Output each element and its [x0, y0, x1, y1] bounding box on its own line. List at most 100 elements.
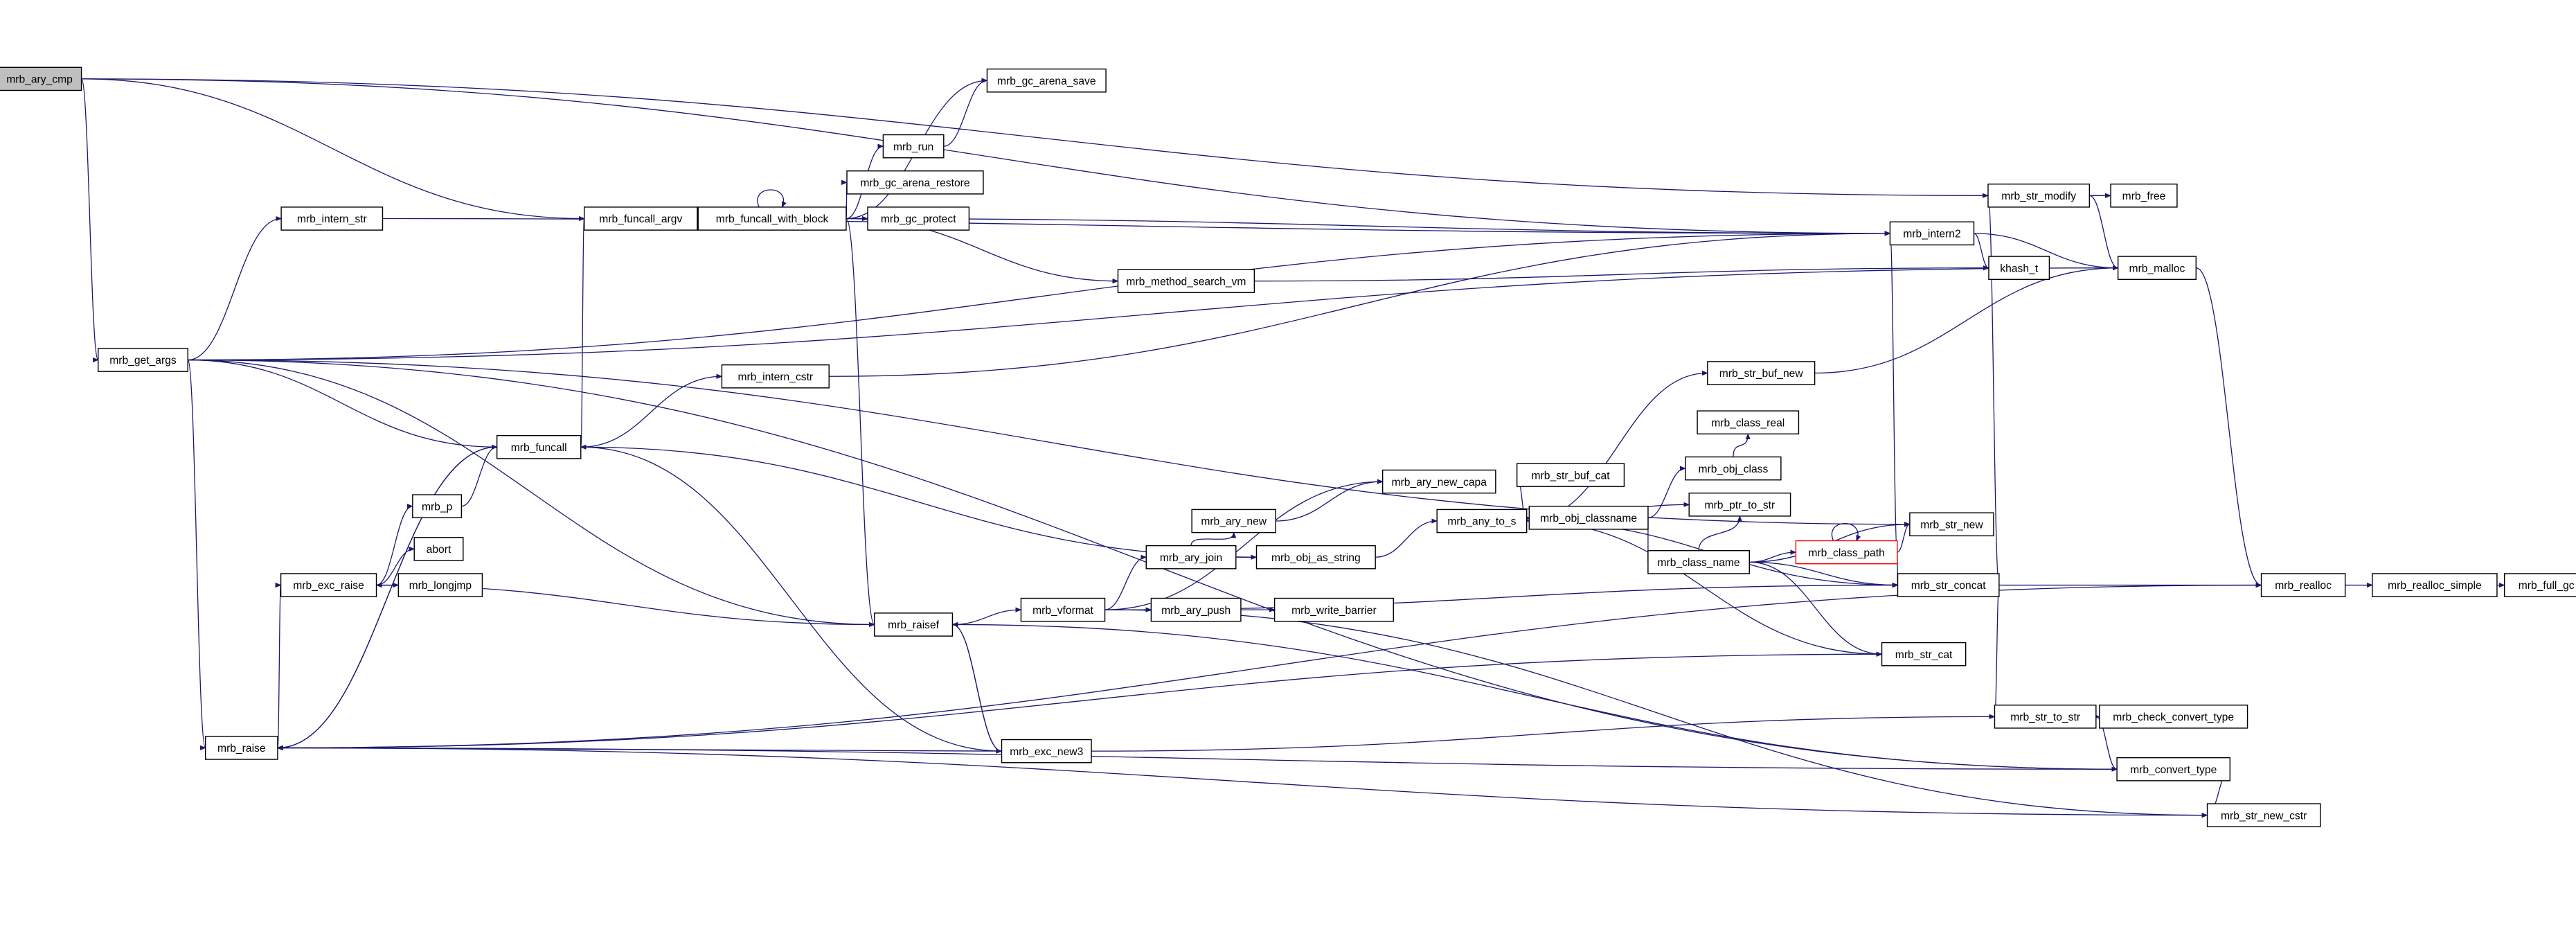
node-label: mrb_ary_push — [1161, 605, 1231, 617]
node-mrb-malloc[interactable]: mrb_malloc — [2117, 256, 2197, 281]
edge-mrb-class-name-to-mrb-str-concat — [1749, 561, 1897, 585]
node-mrb-str-new[interactable]: mrb_str_new — [1909, 512, 1994, 537]
node-mrb-class-path[interactable]: mrb_class_path — [1795, 540, 1898, 565]
node-khash-t[interactable]: khash_t — [1988, 256, 2050, 281]
node-mrb-free[interactable]: mrb_free — [2110, 183, 2178, 208]
node-label: mrb_str_buf_new — [1719, 368, 1804, 380]
node-mrb-ary-cmp[interactable]: mrb_ary_cmp — [0, 67, 82, 91]
node-mrb-str-cat[interactable]: mrb_str_cat — [1881, 642, 1967, 666]
node-box — [1001, 739, 1092, 763]
node-mrb-gc-arena-save[interactable]: mrb_gc_arena_save — [986, 68, 1107, 93]
node-label: mrb_raise — [217, 743, 266, 754]
edge-mrb-raisef-to-mrb-vformat — [952, 610, 1021, 626]
node-box — [2206, 803, 2321, 827]
edge-mrb-str-concat-to-mrb-str-modify — [1987, 195, 2000, 586]
edge-mrb-class-name-to-mrb-str-cat — [1749, 561, 1881, 654]
node-mrb-method-search-vm[interactable]: mrb_method_search_vm — [1117, 269, 1255, 293]
node-mrb-exc-new3[interactable]: mrb_exc_new3 — [1001, 739, 1092, 763]
node-label: mrb_run — [893, 141, 933, 153]
node-mrb-exc-raise[interactable]: mrb_exc_raise — [280, 573, 377, 597]
node-box — [1688, 492, 1791, 517]
node-mrb-ary-new[interactable]: mrb_ary_new — [1191, 509, 1276, 533]
node-abort[interactable]: abort — [413, 537, 464, 561]
node-label: mrb_str_buf_cat — [1532, 470, 1611, 482]
node-mrb-ary-new-capa[interactable]: mrb_ary_new_capa — [1381, 469, 1496, 494]
node-mrb-write-barrier[interactable]: mrb_write_barrier — [1273, 597, 1394, 622]
edge-mrb-str-cat-to-mrb-raise — [278, 653, 1882, 748]
node-mrb-str-concat[interactable]: mrb_str_concat — [1897, 573, 2000, 597]
node-mrb-vformat[interactable]: mrb_vformat — [1020, 597, 1106, 622]
node-mrb-longjmp[interactable]: mrb_longjmp — [397, 573, 483, 597]
node-mrb-obj-classname[interactable]: mrb_obj_classname — [1528, 505, 1649, 530]
node-label: mrb_ary_new — [1201, 516, 1267, 528]
edge-mrb-get-args-to-mrb-raise — [187, 359, 206, 748]
edge-mrb-malloc-to-mrb-realloc — [2196, 267, 2262, 585]
edge-mrb-exc-new3-to-mrb-funcall — [581, 447, 1002, 752]
node-box — [204, 736, 278, 760]
node-box — [1707, 361, 1816, 385]
node-mrb-realloc[interactable]: mrb_realloc — [2260, 573, 2346, 597]
node-mrb-convert-type[interactable]: mrb_convert_type — [2116, 757, 2231, 782]
node-label: mrb_raisef — [888, 619, 940, 631]
node-mrb-class-real[interactable]: mrb_class_real — [1697, 410, 1800, 435]
node-box — [1436, 509, 1528, 533]
node-label: mrb_realloc — [2275, 580, 2332, 592]
node-mrb-intern-str[interactable]: mrb_intern_str — [280, 206, 384, 231]
edge-mrb-convert-type-to-mrb-raise — [278, 748, 2118, 770]
node-box — [583, 206, 698, 231]
node-label: mrb_realloc_simple — [2388, 580, 2482, 592]
node-box — [697, 206, 847, 231]
edge-mrb-realloc-to-mrb-raise — [278, 584, 2262, 748]
node-mrb-ary-join[interactable]: mrb_ary_join — [1145, 545, 1237, 570]
node-mrb-str-new-cstr[interactable]: mrb_str_new_cstr — [2206, 803, 2321, 827]
node-box — [2372, 573, 2498, 597]
node-mrb-funcall[interactable]: mrb_funcall — [496, 434, 582, 459]
node-box — [0, 67, 82, 91]
edge-mrb-vformat-to-mrb-str-new-cstr — [1104, 609, 2208, 815]
node-label: mrb_str_new_cstr — [2221, 810, 2307, 822]
node-mrb-class-name[interactable]: mrb_class_name — [1647, 550, 1750, 574]
node-mrb-ary-push[interactable]: mrb_ary_push — [1150, 597, 1242, 622]
node-box — [2099, 705, 2248, 729]
node-mrb-raise[interactable]: mrb_raise — [204, 736, 278, 760]
node-mrb-gc-protect[interactable]: mrb_gc_protect — [867, 206, 970, 231]
edge-mrb-get-args-to-mrb-intern-str — [188, 219, 281, 361]
node-box — [413, 537, 464, 561]
edge-mrb-str-new-cstr-to-mrb-raise — [278, 748, 2208, 816]
node-mrb-realloc-simple[interactable]: mrb_realloc_simple — [2372, 573, 2498, 597]
node-mrb-gc-arena-restore[interactable]: mrb_gc_arena_restore — [846, 170, 984, 195]
node-mrb-str-buf-new[interactable]: mrb_str_buf_new — [1707, 361, 1816, 385]
edge-mrb-str-to-str-to-mrb-convert-type — [2095, 716, 2118, 769]
node-label: mrb_intern_cstr — [738, 371, 814, 383]
node-box — [1647, 550, 1750, 574]
edge-mrb-funcall-to-mrb-funcall-argv — [581, 219, 585, 448]
node-mrb-check-convert-type[interactable]: mrb_check_convert_type — [2099, 705, 2248, 729]
node-mrb-ptr-to-str[interactable]: mrb_ptr_to_str — [1688, 492, 1791, 517]
node-box — [280, 573, 377, 597]
edges-layer — [80, 79, 2505, 816]
node-mrb-raisef[interactable]: mrb_raisef — [874, 612, 954, 637]
node-mrb-full-gc[interactable]: mrb_full_gc — [2503, 573, 2576, 597]
node-label: mrb_funcall_with_block — [716, 213, 829, 225]
node-label: mrb_write_barrier — [1291, 605, 1377, 617]
node-mrb-funcall-argv[interactable]: mrb_funcall_argv — [583, 206, 698, 231]
edge-mrb-get-args-to-mrb-intern2 — [188, 233, 1890, 361]
node-label: mrb_intern_str — [297, 213, 367, 225]
node-box — [280, 206, 384, 231]
node-mrb-obj-class[interactable]: mrb_obj_class — [1685, 456, 1782, 481]
node-mrb-intern-cstr[interactable]: mrb_intern_cstr — [721, 364, 830, 389]
node-mrb-get-args[interactable]: mrb_get_args — [98, 348, 188, 372]
node-mrb-obj-as-string[interactable]: mrb_obj_as_string — [1255, 545, 1376, 570]
node-mrb-funcall-with-block[interactable]: mrb_funcall_with_block — [697, 206, 847, 231]
node-box — [721, 364, 830, 389]
node-mrb-any-to-s[interactable]: mrb_any_to_s — [1436, 509, 1528, 533]
node-mrb-intern2[interactable]: mrb_intern2 — [1889, 221, 1975, 246]
node-mrb-str-buf-cat[interactable]: mrb_str_buf_cat — [1516, 463, 1625, 487]
node-box — [874, 612, 954, 637]
node-mrb-run[interactable]: mrb_run — [882, 134, 945, 159]
node-label: mrb_str_to_str — [2010, 712, 2080, 723]
node-mrb-str-to-str[interactable]: mrb_str_to_str — [1994, 705, 2097, 729]
node-mrb-str-modify[interactable]: mrb_str_modify — [1987, 183, 2091, 208]
node-mrb-p[interactable]: mrb_p — [412, 494, 463, 518]
